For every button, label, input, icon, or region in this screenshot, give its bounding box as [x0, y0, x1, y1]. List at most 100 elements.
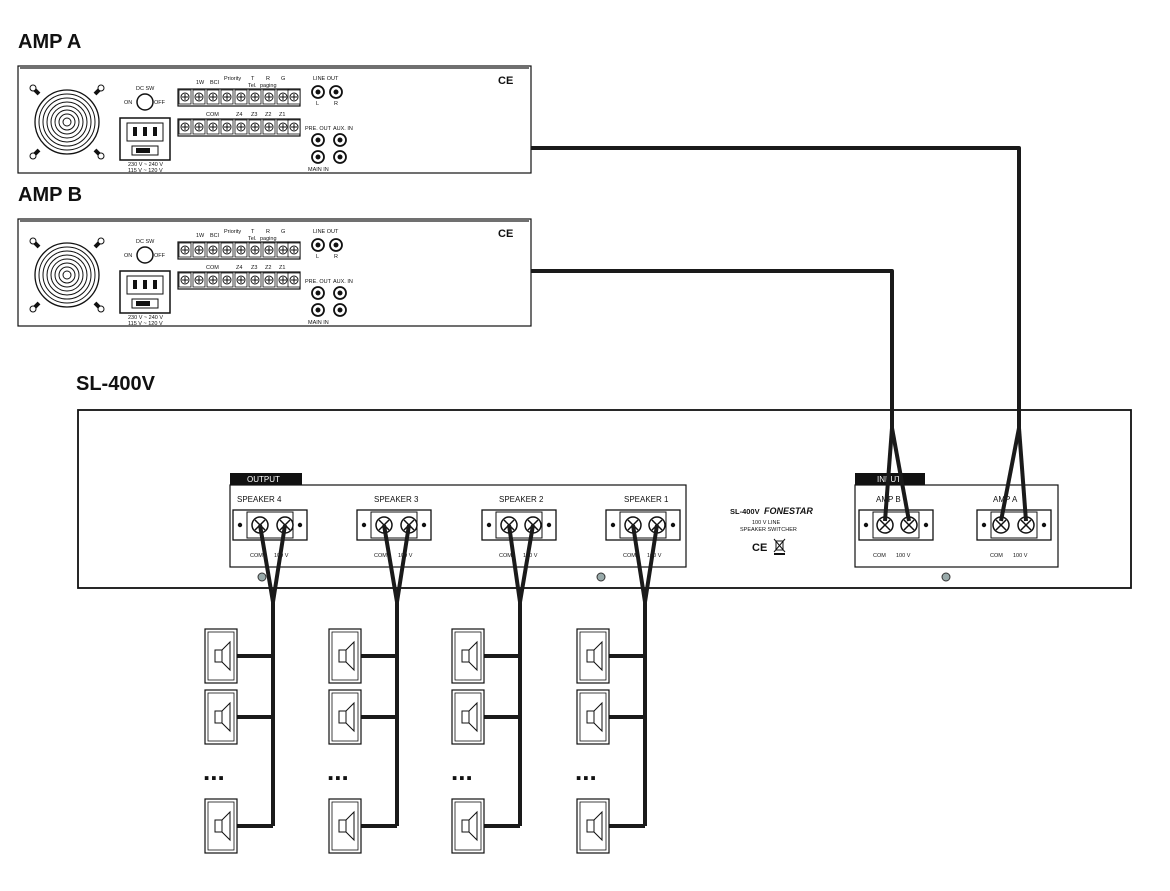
- output-header: OUTPUT: [247, 475, 280, 484]
- loudspeaker-icon: [204, 628, 238, 684]
- mount-screw-icon: [257, 572, 267, 582]
- amp-b-pre-out-label: PRE. OUT: [305, 279, 332, 285]
- input-amp-b-terminal: AMP B COM 100 V: [858, 495, 934, 559]
- amp-b-on-label: ON: [124, 253, 132, 259]
- amp-b-terminal-strip-bottom: [177, 271, 301, 290]
- amp-a-voltage-1: 230 V ~ 240 V: [128, 162, 163, 168]
- amp-a-off-label: OFF: [154, 100, 166, 106]
- rca-jack-icon: [329, 85, 343, 99]
- input-amp-b-com: COM: [873, 553, 886, 559]
- amp-a-line-r-label: R: [334, 101, 338, 107]
- power-switch-icon: [136, 246, 154, 264]
- amp-a-z3-label: Z3: [251, 112, 257, 118]
- amp-b-1w-label: 1W: [196, 233, 205, 239]
- power-socket-icon: [119, 270, 171, 314]
- switcher-title: SL-400V: [76, 373, 156, 395]
- loudspeaker-icon: [576, 689, 610, 745]
- switcher-model-label: SL-400V: [730, 507, 760, 516]
- amp-a-z1-label: Z1: [279, 112, 285, 118]
- amp-b-z2-label: Z2: [265, 265, 271, 271]
- amp-b-com-wire: [883, 427, 894, 522]
- amp-a-pre-out-label: PRE. OUT: [305, 126, 332, 132]
- amp-a-paging-label: paging: [260, 83, 277, 89]
- amp-a-r-label: R: [266, 76, 270, 82]
- speaker-2-terminal: SPEAKER 2 COM 100 V: [481, 495, 557, 559]
- amp-b-panel: DC SW ON OFF 230 V ~ 240 V 115 V ~ 120 V…: [17, 218, 532, 327]
- amp-b-off-label: OFF: [154, 253, 166, 259]
- amp-a-com-wire: [999, 427, 1021, 522]
- speaker-1-terminal: SPEAKER 1 COM 100 V: [605, 495, 681, 559]
- switcher-ce-mark: CE: [752, 542, 767, 554]
- amp-a-aux-in-label: AUX. IN: [333, 126, 353, 132]
- amp-a-1w-label: 1W: [196, 80, 205, 86]
- amp-a-voltage-2: 115 V ~ 120 V: [128, 168, 163, 174]
- amp-b-line-l-label: L: [316, 254, 319, 260]
- amp-b-title: AMP B: [18, 184, 82, 206]
- amp-b-100v-wire: [890, 427, 911, 522]
- amp-b-ce-mark: CE: [498, 228, 513, 240]
- amp-b-z3-label: Z3: [251, 265, 257, 271]
- amp-b-priority-label: Priority: [224, 229, 241, 235]
- loudspeaker-icon: [204, 689, 238, 745]
- amp-b-line-out-label: LINE OUT: [313, 229, 339, 235]
- switcher-panel: OUTPUT INPUT SL-400V FONESTAR 100 V LINE…: [77, 409, 1132, 589]
- rca-jack-icon: [329, 238, 343, 252]
- loudspeaker-icon: [204, 798, 238, 854]
- amp-b-com-label: COM: [206, 265, 219, 271]
- amp-a-com-label: COM: [206, 112, 219, 118]
- input-amp-a-100v: 100 V: [1013, 553, 1028, 559]
- speaker-1-com: COM: [623, 553, 636, 559]
- amp-a-g-label: G: [281, 76, 285, 82]
- rca-jack-icon: [333, 303, 347, 317]
- amp-a-line-l-label: L: [316, 101, 319, 107]
- power-switch-icon: [136, 93, 154, 111]
- rca-jack-icon: [311, 303, 325, 317]
- loudspeaker-icon: [451, 798, 485, 854]
- rca-jack-icon: [311, 150, 325, 164]
- amp-b-tel-label: Tel.: [248, 236, 257, 242]
- speaker-4-terminal: SPEAKER 4 COM 100 V: [232, 495, 308, 559]
- amp-b-line-r-label: R: [334, 254, 338, 260]
- loudspeaker-icon: [328, 628, 362, 684]
- amp-b-bci-label: BCI: [210, 233, 220, 239]
- speaker-2-com: COM: [499, 553, 512, 559]
- amp-a-terminal-strip-top: [177, 88, 301, 107]
- amp-b-r-label: R: [266, 229, 270, 235]
- loudspeaker-icon: [328, 689, 362, 745]
- amp-b-z1-label: Z1: [279, 265, 285, 271]
- amp-b-cable: [531, 269, 894, 430]
- amp-b-paging-label: paging: [260, 236, 277, 242]
- power-socket-icon: [119, 117, 171, 161]
- amp-b-voltage-1: 230 V ~ 240 V: [128, 315, 163, 321]
- amp-b-main-in-label: MAIN IN: [308, 320, 329, 326]
- loudspeaker-icon: [576, 798, 610, 854]
- speaker-4-com: COM: [250, 553, 263, 559]
- amp-b-g-label: G: [281, 229, 285, 235]
- loudspeaker-icon: [576, 628, 610, 684]
- switcher-desc-1: 100 V LINE: [752, 520, 780, 526]
- rca-jack-icon: [333, 133, 347, 147]
- amp-a-main-in-label: MAIN IN: [308, 167, 329, 173]
- more-speakers-ellipsis: ...: [575, 756, 597, 786]
- weee-bin-icon: [773, 538, 786, 555]
- amp-a-title: AMP A: [18, 31, 81, 53]
- amp-b-voltage-2: 115 V ~ 120 V: [128, 321, 163, 327]
- amp-a-terminal-strip-bottom: [177, 118, 301, 137]
- rca-jack-icon: [311, 85, 325, 99]
- amp-a-on-label: ON: [124, 100, 132, 106]
- input-amp-a-terminal: AMP A COM 100 V: [976, 495, 1052, 559]
- switcher-brand: FONESTAR: [764, 506, 813, 516]
- amp-a-priority-label: Priority: [224, 76, 241, 82]
- speaker-2-wiring: [484, 524, 535, 828]
- amp-b-z4-label: Z4: [236, 265, 242, 271]
- input-amp-a-com: COM: [990, 553, 1003, 559]
- amp-a-z2-label: Z2: [265, 112, 271, 118]
- rca-jack-icon: [311, 238, 325, 252]
- speaker-3-com: COM: [374, 553, 387, 559]
- more-speakers-ellipsis: ...: [451, 756, 473, 786]
- amp-b-dc-sw-label: DC SW: [136, 239, 155, 245]
- amp-a-cable: [531, 146, 1021, 430]
- rca-jack-icon: [311, 133, 325, 147]
- more-speakers-ellipsis: ...: [203, 756, 225, 786]
